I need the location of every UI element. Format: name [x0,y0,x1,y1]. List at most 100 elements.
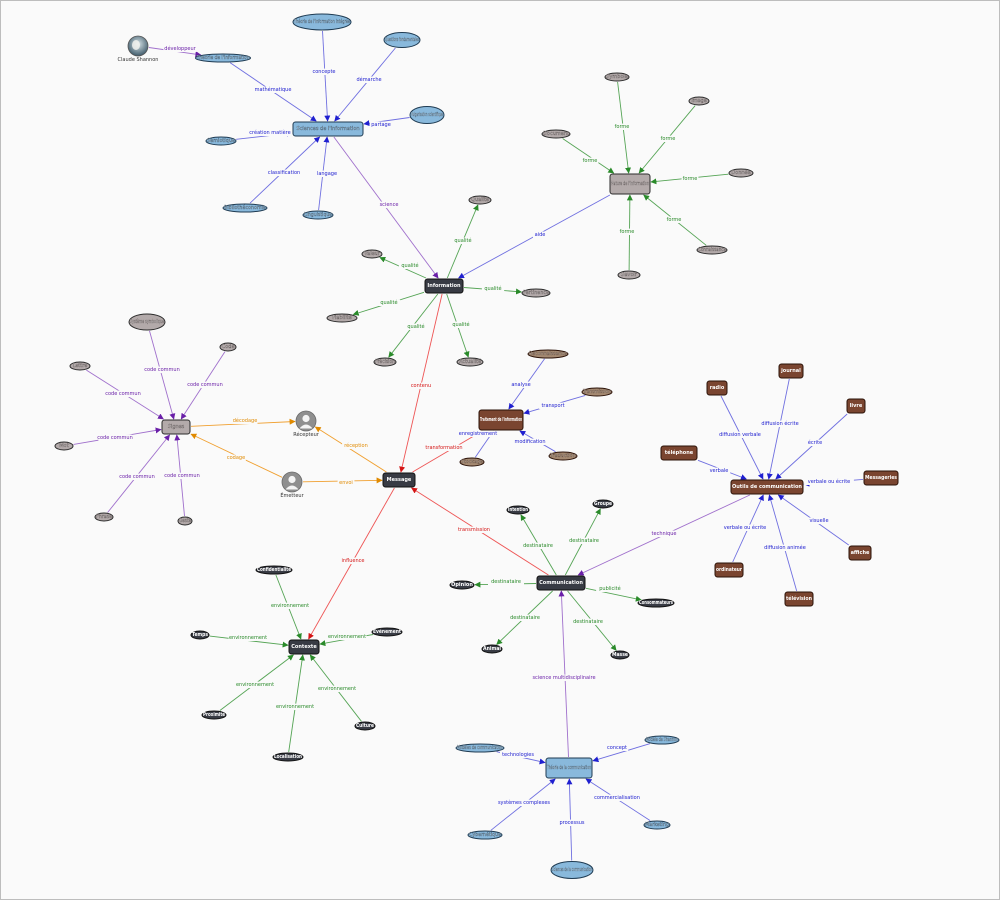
node-qualite[interactable]: Qualité [468,195,492,205]
node-culture[interactable]: Culture [354,721,376,731]
edge-label-bg [409,382,433,389]
node-telephone[interactable]: téléphone [660,445,698,461]
node-theorie-de-l-information[interactable]: Théorie de l'information [195,53,251,63]
node-label: Qualité [471,196,489,203]
node-image[interactable]: Image [688,96,710,106]
node-modeles-de-communication[interactable]: Modèles de communication [455,743,505,753]
node-consommateurs[interactable]: Consommateurs [637,598,675,608]
node-signes[interactable]: Signes [161,419,191,435]
node-ellipse [383,32,421,48]
edge-label-ecrite: écrite [808,439,822,446]
node-temps[interactable]: Temps [190,630,210,640]
node-contexte[interactable]: Contexte [288,639,320,655]
node-opinion[interactable]: Opinion [449,580,475,590]
node-theorie-de-la-communication[interactable]: Théorie de la communication [545,757,593,779]
node-sciences-de-l-information[interactable]: Sciences de l'information [292,121,364,137]
node-information[interactable]: Information [424,278,464,294]
node-sciences-de-la-communication[interactable]: Sciences de la communication [550,861,594,879]
node-label: Masse [612,652,629,658]
node-journal[interactable]: journal [778,363,804,379]
node-message[interactable]: Message [382,472,416,488]
edge-label-science-multidisciplinaire: science multidisciplinaire [532,675,595,681]
node-semiotique[interactable]: Sémiotique [205,136,237,146]
node-label: Théorie de l'information [196,54,250,61]
edge-label-destinataire: destinataire [523,543,553,549]
node-pertinence[interactable]: Pertinence [521,288,551,298]
edge-label-classification: classification [268,170,300,176]
edge-label-bg [512,438,548,445]
edge-label-bg [315,170,339,177]
node-actualite[interactable]: Actualité [456,357,484,367]
node-document[interactable]: Document [541,129,571,139]
node-ellipse [617,270,641,280]
node-proximite[interactable]: Proximité [201,710,227,720]
node-bibliotheconomie[interactable]: Bibliothéconomie [222,203,268,213]
node-intention[interactable]: Intention [506,505,530,515]
node-fiabilite[interactable]: Fiabilité [326,313,358,323]
node-radio[interactable]: radio [706,380,728,396]
node-label: Transmission [582,389,611,395]
node-masse[interactable]: Masse [610,650,630,660]
node-theorie-de-l-information-integree[interactable]: Théorie de l'information intégrée [292,13,352,31]
node-systeme-symbolique[interactable]: Système symbolique [128,313,166,331]
node-marketing[interactable]: Marketing [643,820,671,830]
node-affiche[interactable]: affiche [848,545,872,561]
node-label: Intention [508,507,528,513]
edge-label-aide: aide [535,232,546,238]
node-questions-fondamentales[interactable]: Questions fondamentales [383,32,421,48]
person-avatar-icon [295,410,317,432]
edge-label-bg [507,614,543,621]
node-television[interactable]: télévision [784,591,814,607]
edge-label-bg [720,524,770,531]
edge-label-developpeur: développeur [164,45,196,52]
node-donnee[interactable]: Donnée [728,168,754,178]
node-livre[interactable]: livre [846,398,866,414]
edge-label-bg [317,685,357,692]
person-claude-shannon[interactable]: Claude Shannon [118,35,159,63]
edge-label-forme: forme [620,229,635,235]
edge-communication-to-c_e4 [585,587,642,602]
node-ordinateur[interactable]: ordinateur [714,562,744,578]
node-precision[interactable]: Précision [373,357,397,367]
node-traduction[interactable]: Traduction [548,451,578,461]
node-transmission[interactable]: Transmission [581,387,613,397]
node-linguistique[interactable]: Linguistique [302,210,334,220]
node-evenement[interactable]: Événement [371,627,403,637]
node-animal[interactable]: Animal [481,644,503,654]
node-symbole[interactable]: Symbole [604,72,630,82]
node-messageries[interactable]: Messageries [863,470,899,486]
node-ellipse [255,565,293,575]
node-traitement-de-l-information[interactable]: Traitement de l'information [478,409,524,431]
edge-label-envoi: envoi [339,480,353,486]
node-lettre[interactable]: Lettre [69,361,91,371]
node-communication[interactable]: Communication [536,575,586,591]
node-mot[interactable]: Mot [54,441,74,451]
node-label: Localisation [274,754,302,760]
node-label: Traitement de l'information [480,417,522,423]
person-emetteur[interactable]: Émetteur [280,471,305,499]
node-box [424,278,464,294]
node-reconnaissance[interactable]: Reconnaissance [527,349,569,359]
node-valeur[interactable]: Valeur [361,249,383,259]
node-cybernetique[interactable]: Cybernétique [467,830,503,840]
edge-label-qualite: qualité [407,323,424,330]
node-localisation[interactable]: Localisation [272,752,304,762]
node-outils-de-communication[interactable]: Outils de communication [730,479,804,495]
node-nature-de-l-information[interactable]: Nature de l'information [609,173,651,195]
edge-label-bg [327,633,367,640]
node-groupe[interactable]: Groupe [592,499,614,509]
node-connaissance[interactable]: Connaissance [696,245,728,255]
node-modele-de-shannon[interactable]: Modèle de Shannon [644,735,680,745]
person-recepteur[interactable]: Récepteur [293,410,320,438]
node-vulgarisation-scientifique[interactable]: Vulgarisation scientifique [409,106,445,124]
edge-label-bg [255,86,291,93]
node-code[interactable]: Code [219,342,237,352]
node-phrase[interactable]: Phrase [94,512,114,522]
node-stockage[interactable]: Stockage [459,457,485,467]
edge-label-bg [451,237,475,244]
node-confidentialite[interactable]: Confidentialité [255,565,293,575]
node-savoir[interactable]: Savoir [617,270,641,280]
node-label: Valeur [364,251,381,257]
node-geste[interactable]: Geste [177,516,193,526]
edge-message-to-recepteur [314,426,387,473]
